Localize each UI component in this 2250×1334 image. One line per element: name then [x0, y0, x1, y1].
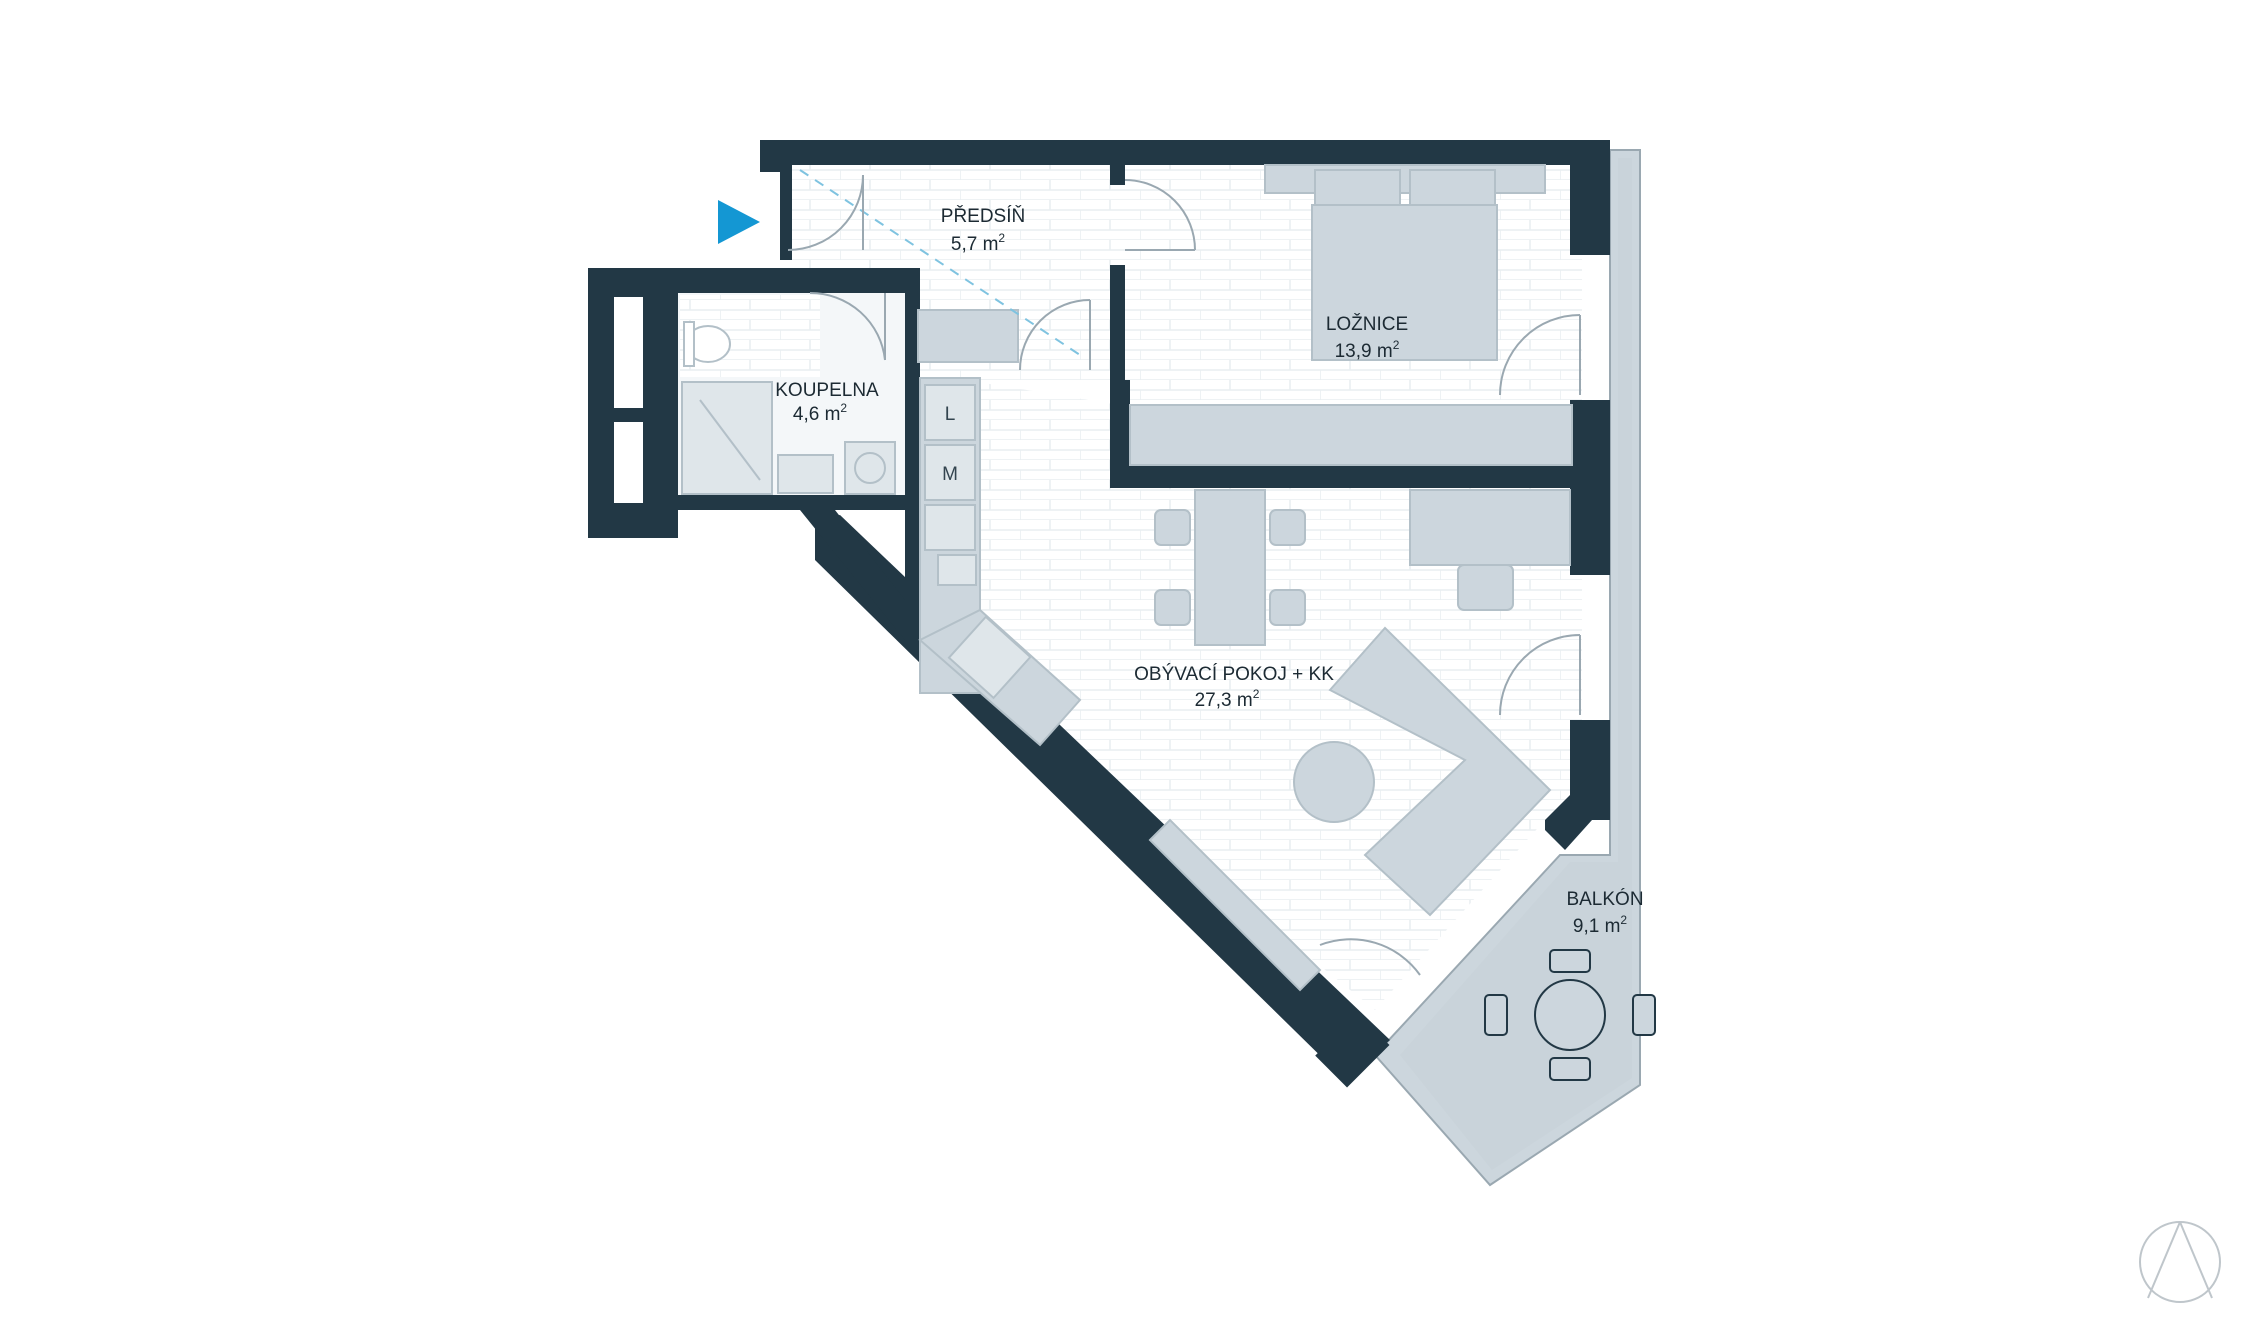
appliance-labels: L M	[942, 404, 958, 485]
svg-text:4,6 m2: 4,6 m2	[793, 401, 848, 425]
svg-text:5,7 m2: 5,7 m2	[951, 231, 1006, 255]
balcony	[1373, 149, 1641, 1187]
dishwasher-label: M	[942, 464, 958, 485]
svg-text:BALKÓN: BALKÓN	[1566, 888, 1643, 910]
bathroom	[678, 291, 905, 495]
room-name-koupelna: KOUPELNA	[775, 380, 879, 401]
bathroom-windows	[614, 297, 643, 503]
north-compass-icon	[2139, 1221, 2221, 1303]
svg-text:13,9 m2: 13,9 m2	[1335, 338, 1400, 362]
room-area-sup: 2	[998, 231, 1005, 245]
room-area-sup: 2	[1253, 687, 1260, 701]
balcony-table	[1484, 949, 1656, 1081]
kitchen	[918, 377, 1082, 747]
svg-text:OBÝVACÍ POKOJ + KK: OBÝVACÍ POKOJ + KK	[1134, 664, 1334, 685]
svg-text:PŘEDSÍŇ: PŘEDSÍŇ	[941, 205, 1025, 227]
room-area-sup: 2	[1620, 913, 1627, 927]
room-name-loznice: LOŽNICE	[1326, 313, 1408, 335]
room-area-sup: 2	[840, 401, 847, 415]
room-area-obyvaci: 27,3 m	[1195, 690, 1253, 711]
room-name-balkon: BALKÓN	[1566, 888, 1643, 910]
room-area-loznice: 13,9 m	[1335, 341, 1393, 362]
room-area-predsin: 5,7 m	[951, 234, 999, 255]
room-name-obyvaci: OBÝVACÍ POKOJ + KK	[1134, 664, 1334, 685]
living-furniture	[1148, 489, 1581, 992]
room-area-sup: 2	[1393, 338, 1400, 352]
svg-text:KOUPELNA: KOUPELNA	[775, 380, 879, 401]
svg-text:LOŽNICE: LOŽNICE	[1326, 313, 1408, 335]
room-area-koupelna: 4,6 m	[793, 404, 841, 425]
room-area-balkon: 9,1 m	[1573, 916, 1621, 937]
laundry-label: L	[945, 404, 956, 425]
bedroom	[1129, 164, 1581, 466]
svg-text:9,1 m2: 9,1 m2	[1573, 913, 1628, 937]
room-labels: PŘEDSÍŇ 5,7 m2 KOUPELNA 4,6 m2 LOŽNICE 1…	[775, 205, 1643, 937]
svg-text:27,3 m2: 27,3 m2	[1195, 687, 1260, 711]
hall-furniture	[787, 169, 1196, 371]
entry-arrow-icon	[718, 200, 760, 244]
room-name-predsin: PŘEDSÍŇ	[941, 205, 1025, 227]
